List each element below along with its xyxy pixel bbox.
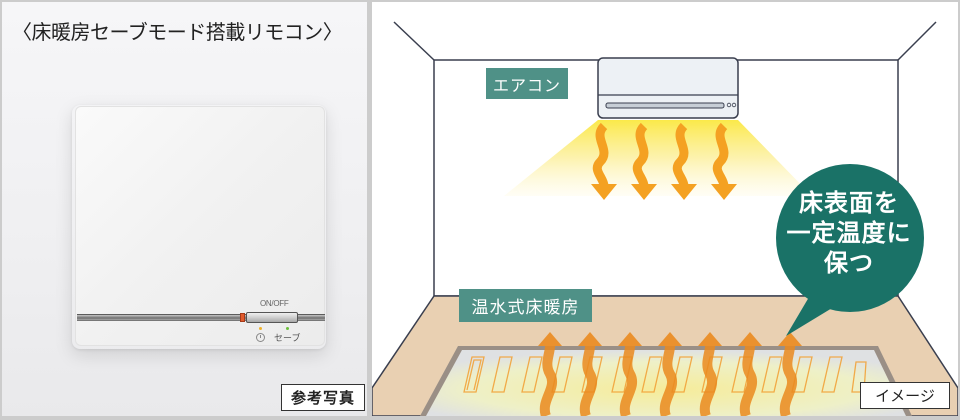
onoff-button [246, 312, 298, 323]
bubble-line-2: 一定温度に [786, 219, 912, 247]
speech-bubble-text: 床表面を 一定温度に 保つ [770, 188, 928, 278]
bubble-line-1: 床表面を [799, 189, 899, 217]
onoff-label: ON/OFF [260, 299, 289, 308]
timer-led [259, 327, 262, 330]
air-conditioner [597, 57, 739, 119]
aircon-heat-waves [592, 122, 729, 187]
floor-heat-arrowheads [538, 332, 802, 346]
ceiling-line-right [897, 21, 937, 61]
timer-icon [256, 333, 265, 342]
save-led [286, 327, 289, 330]
ceiling-line-left [393, 21, 435, 61]
aircon-airflow [504, 120, 812, 196]
bubble-line-3: 保つ [824, 249, 874, 277]
remote-control: ON/OFF セーブ [75, 106, 325, 346]
aircon-arrowheads [591, 184, 737, 200]
remote-title: 〈床暖房セーブモード搭載リモコン〉 [12, 20, 343, 44]
remote-photo-panel: 〈床暖房セーブモード搭載リモコン〉 ON/OFF セーブ 参考写真 [2, 2, 367, 416]
save-mode-label: セーブ [274, 334, 301, 344]
remote-bar [77, 314, 325, 321]
floor-heat-waves [539, 345, 797, 416]
reference-photo-caption: 参考写真 [281, 384, 365, 411]
image-caption: イメージ [860, 382, 950, 409]
aircon-label: エアコン [486, 68, 568, 99]
room-diagram [372, 21, 958, 416]
floor-heating-label: 温水式床暖房 [459, 289, 592, 322]
speech-bubble [776, 164, 924, 336]
room-illustration-panel: エアコン 温水式床暖房 床表面を 一定温度に 保つ イメージ [372, 2, 958, 416]
power-indicator [240, 313, 245, 322]
